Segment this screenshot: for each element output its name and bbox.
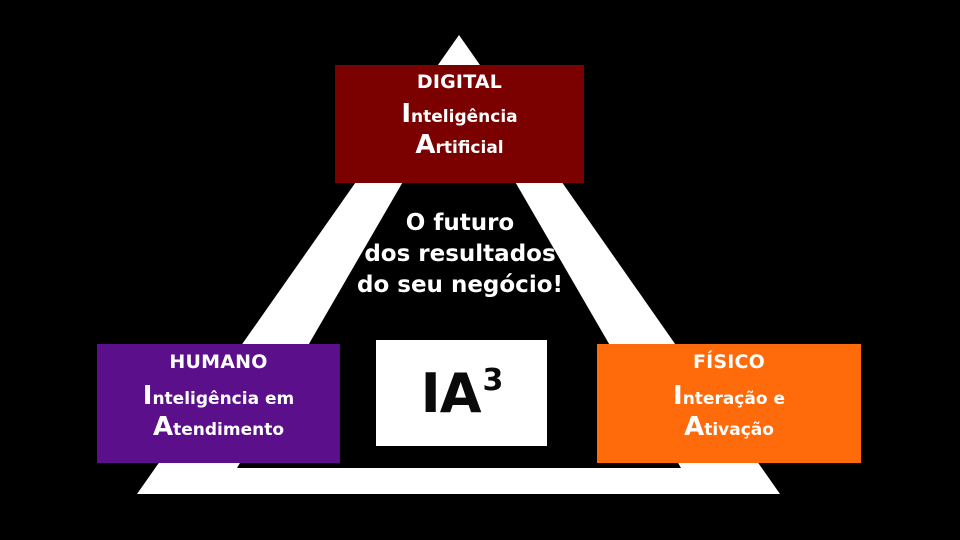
digital-line-2: Artificial (415, 130, 504, 161)
fisico-line-1: Interação e (673, 381, 785, 411)
fisico-line-2: Ativação (684, 412, 774, 443)
digital-title: DIGITAL (416, 71, 503, 93)
humano-title: HUMANO (169, 351, 268, 373)
digital-box: DIGITAL Inteligência Artificial (335, 65, 584, 183)
humano-line-1: Inteligência em (142, 381, 295, 411)
humano-box: HUMANO Inteligência em Atendimento (97, 344, 340, 463)
digital-line-1: Inteligência (401, 99, 518, 129)
logo-superscript: 3 (482, 362, 504, 398)
fisico-title: FÍSICO (692, 351, 766, 373)
fisico-box: FÍSICO Interação e Ativação (597, 344, 861, 463)
ia3-logo-box: IA3 (376, 340, 547, 446)
ia3-logo: IA3 (420, 361, 504, 425)
tagline-line-2: dos resultados (364, 241, 556, 267)
humano-line-2: Atendimento (152, 412, 285, 443)
center-tagline: O futuro dos resultados do seu negócio! (330, 208, 590, 301)
tagline-line-1: O futuro (405, 210, 515, 236)
tagline-line-3: do seu negócio! (357, 272, 563, 298)
